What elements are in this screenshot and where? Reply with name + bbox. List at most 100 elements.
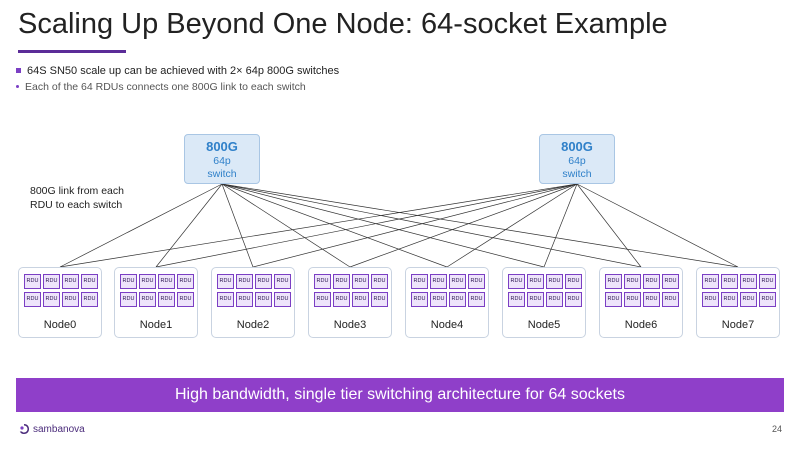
rdu-chip: RDU xyxy=(565,292,582,307)
link-node7-switch0 xyxy=(221,183,739,268)
rdu-chip: RDU xyxy=(177,274,194,289)
node-label: Node1 xyxy=(139,319,173,331)
link-node4-switch0 xyxy=(221,183,448,268)
node-label: Node7 xyxy=(721,319,755,331)
rdu-chip: RDU xyxy=(120,274,137,289)
rdu-chip: RDU xyxy=(139,274,156,289)
rdu-chip: RDU xyxy=(255,292,272,307)
rdu-chip: RDU xyxy=(449,292,466,307)
bullet-primary: 64S SN50 scale up can be achieved with 2… xyxy=(16,65,339,77)
link-node3-switch1 xyxy=(349,183,578,268)
switch-kind: switch xyxy=(562,168,592,180)
rdu-chip: RDU xyxy=(740,274,757,289)
rdu-chip: RDU xyxy=(274,292,291,307)
rdu-chip: RDU xyxy=(217,292,234,307)
rdu-chip: RDU xyxy=(411,274,428,289)
link-node7-switch1 xyxy=(576,183,739,268)
rdu-chip: RDU xyxy=(371,274,388,289)
rdu-chip: RDU xyxy=(81,292,98,307)
link-node5-switch1 xyxy=(543,183,578,268)
sambanova-logo-icon xyxy=(19,424,29,434)
link-node0-switch0 xyxy=(59,183,223,268)
rdu-chip: RDU xyxy=(527,274,544,289)
rdu-chip: RDU xyxy=(508,274,525,289)
rdu-chip: RDU xyxy=(721,274,738,289)
rdu-chip: RDU xyxy=(139,292,156,307)
rdu-chip: RDU xyxy=(546,292,563,307)
link-node4-switch1 xyxy=(446,183,578,268)
rdu-chip: RDU xyxy=(508,292,525,307)
switch-right: 800G 64p switch xyxy=(539,134,615,184)
rdu-chip: RDU xyxy=(158,274,175,289)
link-annotation-line-1: 800G link from each xyxy=(30,185,124,197)
rdu-chip: RDU xyxy=(24,274,41,289)
node-label: Node5 xyxy=(527,319,561,331)
rdu-chip: RDU xyxy=(643,292,660,307)
node-label: Node3 xyxy=(333,319,367,331)
rdu-chip: RDU xyxy=(759,292,776,307)
rdu-chip: RDU xyxy=(333,274,350,289)
bullet-secondary: Each of the 64 RDUs connects one 800G li… xyxy=(16,81,306,93)
node-label: Node2 xyxy=(236,319,270,331)
rdu-chip: RDU xyxy=(721,292,738,307)
switch-kind: switch xyxy=(207,168,237,180)
rdu-chip: RDU xyxy=(449,274,466,289)
node-label: Node0 xyxy=(43,319,77,331)
link-node2-switch1 xyxy=(252,183,578,268)
brand-name: sambanova xyxy=(33,424,85,435)
rdu-chip: RDU xyxy=(217,274,234,289)
title-underline xyxy=(18,50,126,53)
link-annotation: 800G link from each RDU to each switch xyxy=(30,184,124,212)
rdu-chip: RDU xyxy=(43,274,60,289)
square-bullet-icon xyxy=(16,67,21,73)
link-node0-switch1 xyxy=(59,183,578,268)
rdu-chip: RDU xyxy=(24,292,41,307)
rdu-chip: RDU xyxy=(352,292,369,307)
node-label: Node6 xyxy=(624,319,658,331)
rdu-chip: RDU xyxy=(158,292,175,307)
link-node2-switch0 xyxy=(221,183,254,268)
switch-left: 800G 64p switch xyxy=(184,134,260,184)
rdu-chip: RDU xyxy=(546,274,563,289)
dot-bullet-icon xyxy=(16,84,19,88)
rdu-chip: RDU xyxy=(81,274,98,289)
link-node6-switch0 xyxy=(221,183,642,268)
page-title: Scaling Up Beyond One Node: 64-socket Ex… xyxy=(18,8,668,40)
rdu-chip: RDU xyxy=(236,274,253,289)
rdu-chip: RDU xyxy=(643,274,660,289)
node-label: Node4 xyxy=(430,319,464,331)
rdu-chip: RDU xyxy=(468,292,485,307)
link-annotation-line-2: RDU to each switch xyxy=(30,199,123,211)
rdu-chip: RDU xyxy=(605,274,622,289)
rdu-chip: RDU xyxy=(411,292,428,307)
bullet-primary-text: 64S SN50 scale up can be achieved with 2… xyxy=(27,65,340,77)
link-node1-switch0 xyxy=(155,183,223,268)
link-node1-switch1 xyxy=(155,183,578,268)
rdu-chip: RDU xyxy=(759,274,776,289)
rdu-chip: RDU xyxy=(430,274,447,289)
rdu-chip: RDU xyxy=(371,292,388,307)
bullet-secondary-text: Each of the 64 RDUs connects one 800G li… xyxy=(25,81,306,93)
rdu-chip: RDU xyxy=(314,274,331,289)
link-node3-switch0 xyxy=(221,183,351,268)
rdu-chip: RDU xyxy=(236,292,253,307)
rdu-chip: RDU xyxy=(177,292,194,307)
rdu-chip: RDU xyxy=(430,292,447,307)
switch-speed: 800G xyxy=(206,139,238,154)
rdu-chip: RDU xyxy=(62,274,79,289)
rdu-chip: RDU xyxy=(662,292,679,307)
